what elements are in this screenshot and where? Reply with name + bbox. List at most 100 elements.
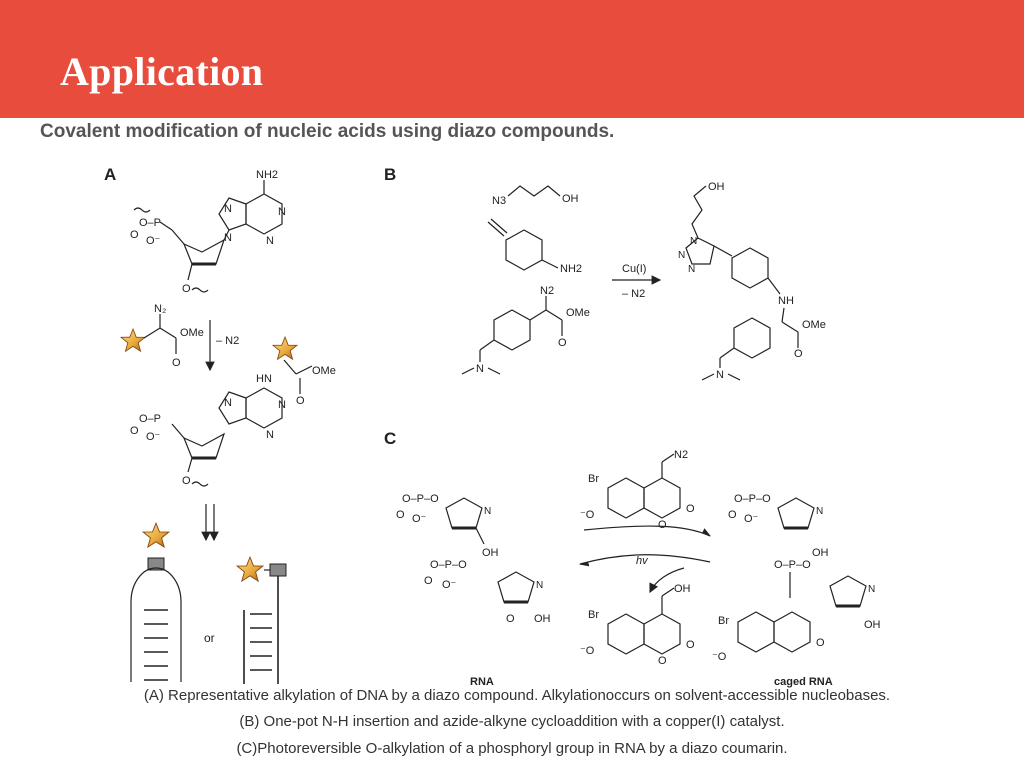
svg-text:O: O [396,509,405,521]
product-nh-label: NH [778,295,794,307]
reagent-br-label: Br [588,473,599,485]
ring-n-label: N [266,235,274,247]
svg-text:O: O [182,475,191,487]
oh-label: OH [534,613,551,625]
duplex-dna [236,556,287,684]
n-label: N [476,363,484,375]
svg-text:⁻O: ⁻O [712,651,727,663]
oh-label: OH [562,193,579,205]
rna-dinucleotide: O–P–O O O⁻ N OH O–P–O O O⁻ N O OH [396,493,551,625]
svg-text:O: O [130,425,139,437]
caption-c: (C)Photoreversible O-alkylation of a pho… [236,740,788,757]
svg-text:O–P: O–P [139,217,161,229]
hydroxymethyl-coumarin: OH Br ⁻O O O [580,583,695,667]
svg-text:O⁻: O⁻ [744,513,759,525]
svg-text:O⁻: O⁻ [146,235,161,247]
svg-text:N: N [484,506,491,517]
caption-b: (B) One-pot N-H insertion and azide-alky… [239,713,785,730]
caged-rna-dinucleotide: O–P–O O O⁻ N OH O–P–O N OH Br ⁻O O [712,493,881,663]
fluorophore-star-icon [120,328,146,352]
svg-text:N₂: N₂ [154,303,166,315]
svg-text:N: N [278,399,286,411]
svg-text:⁻O: ⁻O [580,645,595,657]
svg-text:N: N [678,250,685,261]
svg-text:N: N [536,580,543,591]
svg-text:O⁻: O⁻ [412,513,427,525]
svg-text:O: O [424,575,433,587]
svg-text:N: N [690,236,697,247]
ome-label: OMe [566,307,590,319]
reaction-scheme-figure: A NH2 N N N N O–P O O⁻ O [84,152,962,692]
product-oh-label: OH [674,583,691,595]
svg-text:O: O [182,283,191,295]
oh-label: OH [812,547,829,559]
panel-label-c: C [384,429,396,448]
reagent-n2-label: N2 [674,449,688,461]
caged-br-label: Br [718,615,729,627]
n3-label: N3 [492,195,506,207]
svg-text:N: N [816,506,823,517]
svg-text:O: O [658,655,667,667]
ome-label: OMe [180,327,204,339]
hairpin-dna [130,522,182,682]
svg-text:O: O [506,613,515,625]
minus-n2-label: – N2 [216,335,239,347]
svg-text:O: O [558,337,567,349]
rna-label: RNA [470,676,494,688]
svg-text:O: O [172,357,181,369]
svg-text:N: N [224,397,232,409]
svg-text:O: O [816,637,825,649]
caption-a: (A) Representative alkylation of DNA by … [143,687,891,704]
fluorophore-star-icon [272,336,298,360]
svg-text:⁻O: ⁻O [580,509,595,521]
svg-text:N: N [266,429,274,441]
panel-label-b: B [384,165,396,184]
panel-a-nucleotide-top: NH2 N N N N O–P O O⁻ O [130,169,286,295]
n2-label: N2 [540,285,554,297]
panel-b-product: OH N N N NH O OMe N [678,181,826,381]
svg-text:O: O [728,509,737,521]
product-n-label: N [716,369,724,381]
azidopropanol: N3 OH [492,185,579,207]
svg-text:O: O [794,348,803,360]
ring-n-label: N [224,232,232,244]
svg-text:O–P: O–P [139,413,161,425]
title-banner [0,0,1024,118]
diazo-ester-b: N2 O OMe N [461,285,590,375]
svg-text:O–P–O: O–P–O [430,559,467,571]
svg-text:O: O [686,639,695,651]
svg-text:OMe: OMe [312,365,336,377]
slide-title: Application [60,49,264,94]
nh2-label: NH2 [256,169,278,181]
hv-label: hv [636,555,649,567]
oh-label: OH [864,619,881,631]
ring-n-label: N [278,206,286,218]
svg-text:N: N [868,584,875,595]
catalyst-label: Cu(I) [622,263,646,275]
svg-text:O: O [130,229,139,241]
reaction-scheme-svg: A NH2 N N N N O–P O O⁻ O [104,165,881,688]
ring-n-label: N [224,203,232,215]
fluorophore-star-icon [142,522,170,548]
product-br-label: Br [588,609,599,621]
oh-label: OH [482,547,499,559]
svg-text:O–P–O: O–P–O [402,493,439,505]
product-oh-label: OH [708,181,725,193]
or-label: or [204,631,215,645]
slide-subtitle: Covalent modification of nucleic acids u… [40,121,615,142]
ethynylaniline: NH2 [487,218,582,275]
svg-text:O: O [686,503,695,515]
diazo-coumarin-reagent: N2 Br ⁻O O O [580,449,695,531]
svg-text:O⁻: O⁻ [442,579,457,591]
caged-rna-label: caged RNA [774,676,833,688]
svg-text:O: O [658,519,667,531]
product-ome-label: OMe [802,319,826,331]
svg-text:O: O [296,395,305,407]
fluorophore-star-icon [236,556,264,582]
svg-text:O–P–O: O–P–O [774,559,811,571]
minus-n2-label: – N2 [622,288,645,300]
svg-text:O–P–O: O–P–O [734,493,771,505]
panel-label-a: A [104,165,116,184]
svg-text:N: N [688,264,695,275]
panel-a-nucleotide-alkylated: HN OMe O N N N O–P O O⁻ O [130,359,336,487]
